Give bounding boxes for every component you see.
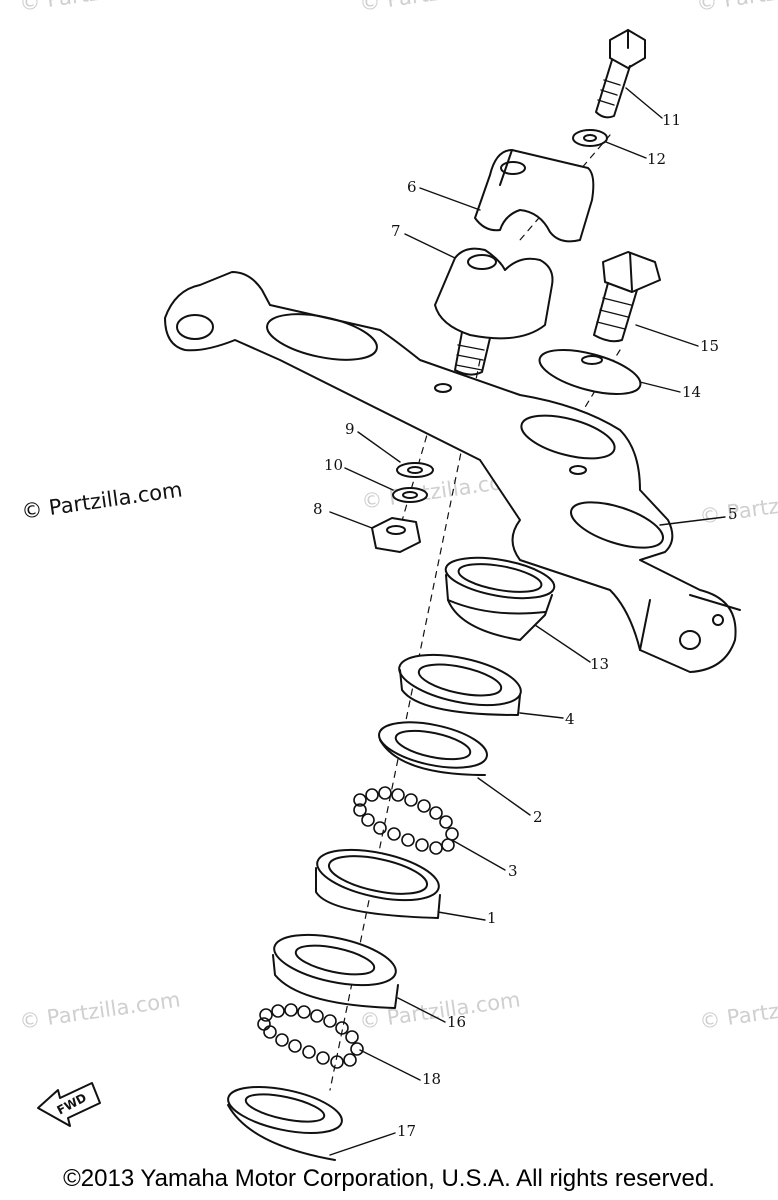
callout-1: 1	[487, 909, 497, 927]
part-4-race	[398, 653, 522, 716]
leader-14	[639, 381, 681, 393]
part-9-washer	[396, 462, 434, 478]
leader-4	[519, 712, 564, 719]
callout-2: 2	[533, 808, 543, 826]
callout-11: 11	[662, 111, 682, 129]
part-16-race	[272, 933, 399, 1009]
leader-11	[625, 87, 663, 119]
callout-13: 13	[590, 655, 610, 673]
part-5-bracket	[164, 271, 741, 673]
part-7-lower-clamp	[434, 247, 554, 376]
leader-12	[605, 141, 647, 159]
callout-17: 17	[397, 1122, 417, 1140]
leader-15	[635, 324, 699, 347]
callout-12: 12	[647, 150, 667, 168]
leader-5	[659, 516, 726, 526]
callout-7: 7	[391, 222, 401, 240]
part-15-bolt	[593, 251, 661, 343]
leader-1	[437, 911, 486, 921]
callout-3: 3	[508, 862, 518, 880]
leader-18	[359, 1049, 421, 1081]
callout-18: 18	[422, 1070, 442, 1088]
callout-10: 10	[324, 456, 344, 474]
part-3-balls	[353, 786, 459, 855]
callout-14: 14	[682, 383, 702, 401]
part-11-bolt	[595, 29, 646, 119]
leader-6	[419, 187, 481, 211]
leader-10	[344, 467, 394, 491]
leader-16	[397, 997, 446, 1023]
part-2-race	[378, 721, 488, 776]
leader-13	[534, 624, 591, 663]
leader-2	[477, 777, 531, 816]
part-12-washer	[572, 129, 608, 147]
callout-8: 8	[313, 500, 323, 518]
callout-6: 6	[407, 178, 417, 196]
callout-5: 5	[728, 505, 738, 523]
part-14-washer	[538, 349, 642, 395]
part-10-lockwasher	[392, 487, 428, 503]
part-6-upper-clamp	[474, 149, 595, 243]
leader-3	[451, 839, 506, 871]
callout-16: 16	[447, 1013, 467, 1031]
callout-15: 15	[700, 337, 720, 355]
part-18-balls	[257, 1003, 364, 1069]
fwd-arrow-icon	[37, 1082, 101, 1127]
part-8-nut	[371, 517, 421, 553]
leader-8	[329, 511, 373, 529]
leader-17	[329, 1132, 396, 1156]
part-17-seal	[227, 1086, 343, 1161]
copyright-notice: ©2013 Yamaha Motor Corporation, U.S.A. A…	[63, 1165, 715, 1192]
leader-7	[404, 233, 456, 259]
part-13-bearing	[444, 556, 556, 641]
leader-9	[357, 431, 401, 463]
callout-9: 9	[345, 420, 355, 438]
part-1-race	[315, 848, 441, 919]
callout-4: 4	[565, 710, 575, 728]
